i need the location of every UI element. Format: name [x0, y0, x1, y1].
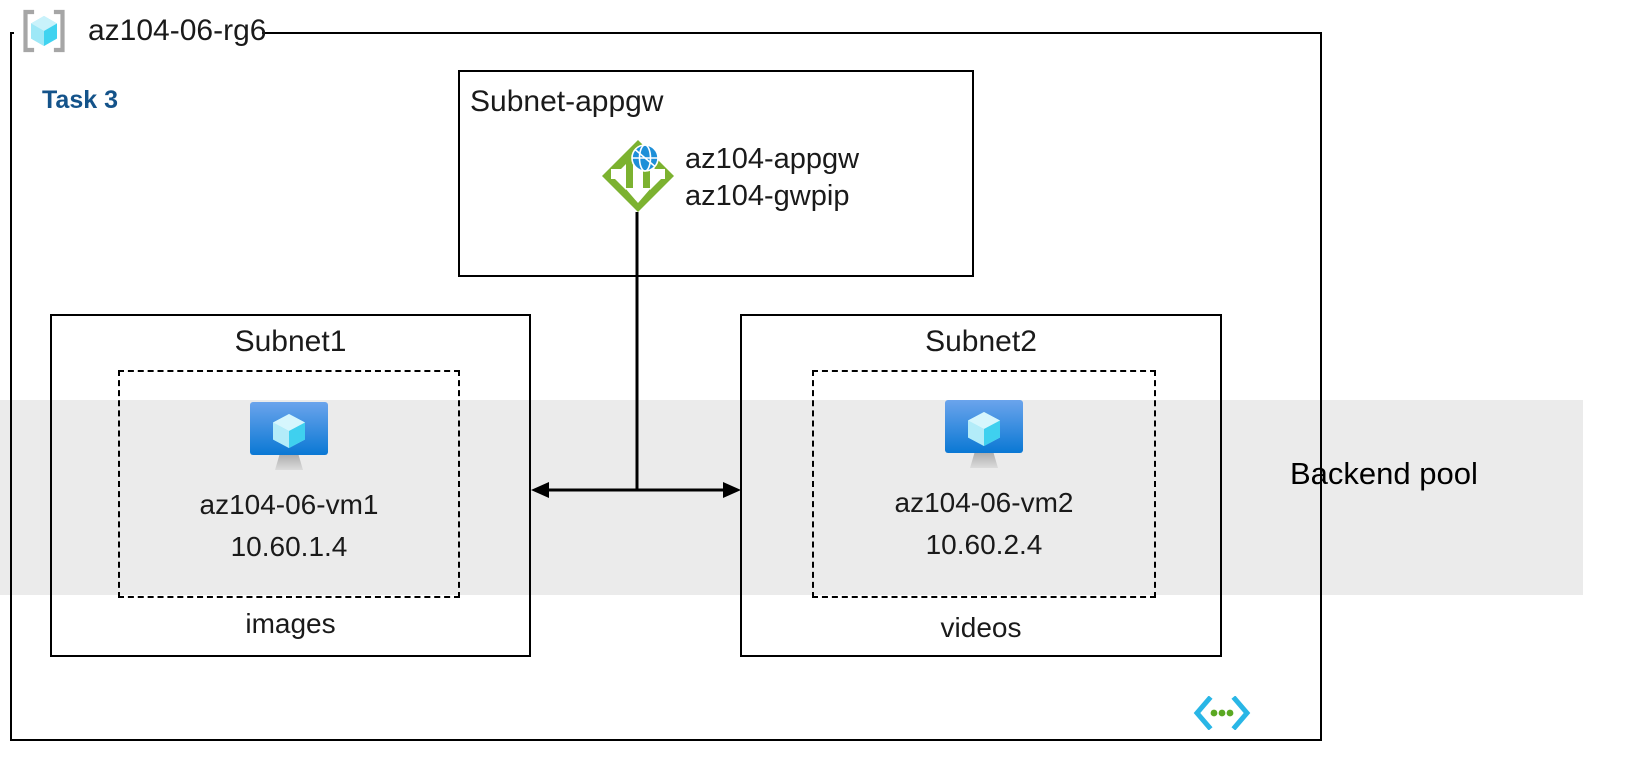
resource-group-frame: [10, 32, 1322, 741]
subnet2-title: Subnet2: [925, 325, 1037, 358]
subnet2-vm-block: az104-06-vm2 10.60.2.4: [855, 398, 1113, 563]
virtual-machine-icon: [160, 400, 418, 481]
subnet2-vm-dashed-boundary: [812, 370, 1156, 598]
subnet2-storage-label: videos: [940, 612, 1022, 643]
gateway-names: az104-appgw az104-gwpip: [685, 141, 859, 215]
resource-group-label: az104-06-rg6: [88, 14, 267, 47]
subnet2-box: [740, 314, 1222, 657]
application-gateway-icon: [600, 138, 676, 214]
subnet1-vm-name: az104-06-vm1: [199, 489, 379, 520]
subnet-appgw-box: [458, 70, 974, 277]
subnet-appgw-title: Subnet-appgw: [470, 85, 664, 118]
subnet1-vm-dashed-boundary: [118, 370, 460, 598]
subnet1-vm-ip: 10.60.1.4: [230, 531, 348, 562]
subnet2-vm-ip: 10.60.2.4: [925, 529, 1043, 560]
code-brackets-icon: [1193, 695, 1251, 731]
subnet1-box: [50, 314, 531, 657]
gateway-name: az104-appgw: [685, 143, 860, 175]
gateway-public-ip-name: az104-gwpip: [685, 180, 850, 212]
virtual-machine-icon: [855, 398, 1113, 479]
subnet2-vm-name: az104-06-vm2: [894, 487, 1074, 518]
subnet1-title: Subnet1: [234, 325, 347, 358]
resource-group-cube-icon: [20, 7, 68, 55]
backend-pool-label: Backend pool: [1290, 456, 1478, 491]
subnet1-vm-block: az104-06-vm1 10.60.1.4: [160, 400, 418, 565]
task-label: Task 3: [42, 86, 118, 114]
subnet1-storage-label: images: [245, 608, 336, 639]
